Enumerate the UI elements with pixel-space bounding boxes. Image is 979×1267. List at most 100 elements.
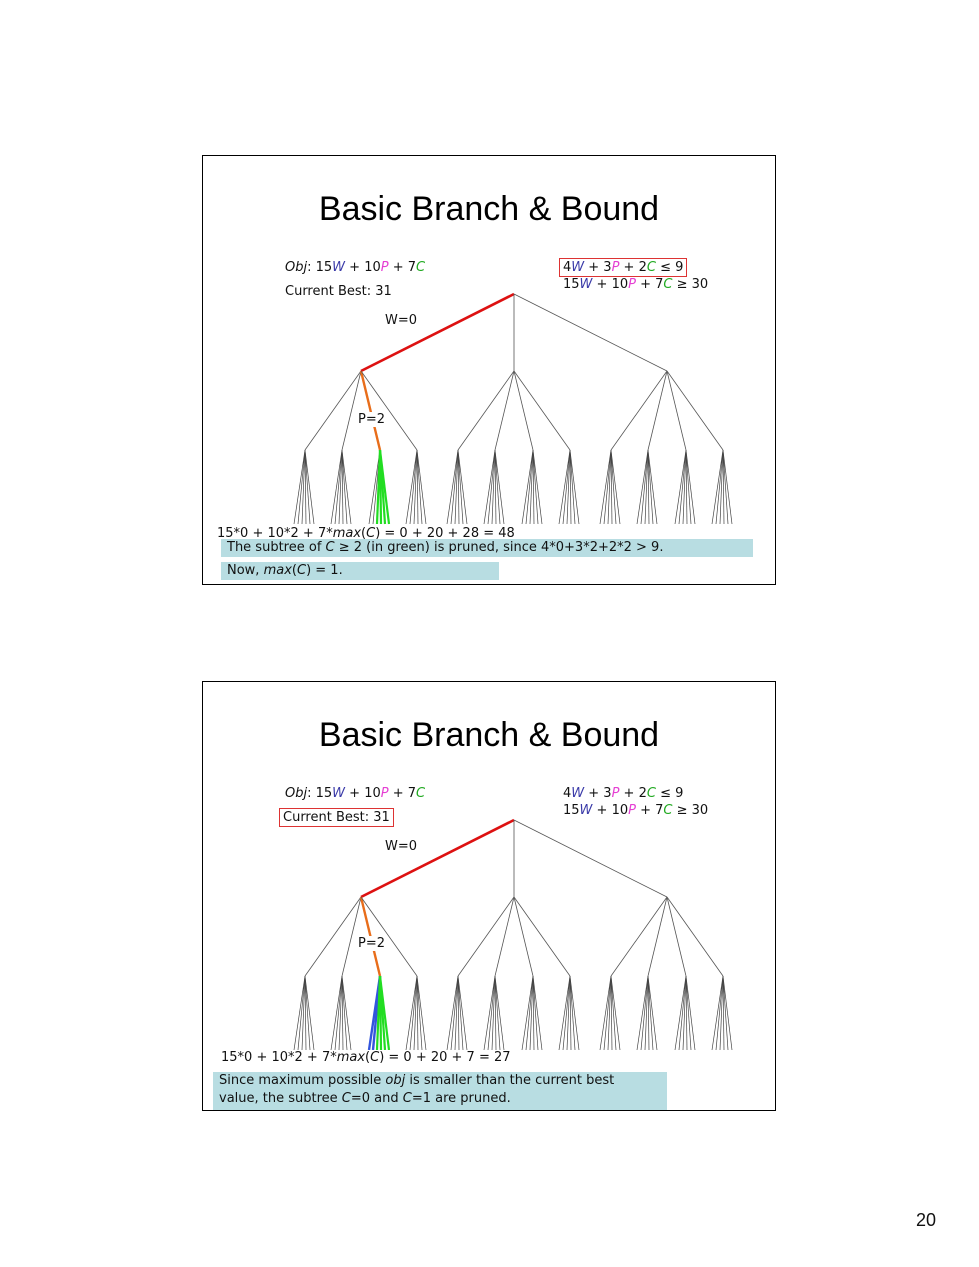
bound-calculation: 15*0 + 10*2 + 7*max(C) = 0 + 20 + 7 = 27	[221, 1050, 513, 1065]
tree-leaf-edge	[416, 449, 419, 525]
tree-leaf-edge	[416, 975, 423, 1051]
tree-leaf-edge	[338, 975, 343, 1051]
tree-leaf-edge	[521, 975, 534, 1051]
tree-leaf-edge	[446, 975, 459, 1051]
tree-leaf-edge	[304, 975, 311, 1051]
tree-leaf-edge	[457, 449, 468, 525]
tree-leaf-edge	[722, 975, 729, 1051]
tree-leaf-edge	[341, 975, 344, 1051]
tree-leaf-edge	[562, 975, 571, 1051]
tree-leaf-edge	[569, 449, 572, 525]
tree-leaf-edge	[607, 975, 612, 1051]
tree-leaf-edge	[532, 449, 539, 525]
tree-leaf-edge	[610, 975, 621, 1051]
tree-leaf-edge	[483, 449, 496, 525]
tree-leaf-edge	[647, 449, 650, 525]
constraint-objective: 15W + 10P + 7C ≥ 30	[563, 803, 709, 818]
tree-leaf-edge	[640, 449, 649, 525]
tree-leaf-edge	[599, 449, 612, 525]
tree-leaf-edge	[562, 449, 571, 525]
tree-leaf-edge	[416, 449, 423, 525]
search-tree	[293, 292, 733, 525]
pruned-edge-green	[378, 449, 391, 525]
tree-leaf-edge	[334, 975, 343, 1051]
tree-edge	[666, 370, 724, 451]
tree-leaf-edge	[457, 975, 464, 1051]
tree-leaf-edge	[494, 975, 505, 1051]
current-best: Current Best: 31	[285, 284, 392, 299]
note-box: Since maximum possible obj is smaller th…	[213, 1072, 667, 1110]
tree-leaf-edge	[558, 975, 571, 1051]
tree-leaf-edge	[494, 975, 497, 1051]
tree-leaf-edge	[416, 975, 427, 1051]
tree-leaf-edge	[719, 449, 724, 525]
tree-leaf-edge	[722, 449, 729, 525]
tree-leaf-edge	[521, 449, 534, 525]
edge-label-p: P=2	[358, 412, 386, 427]
tree-leaf-edge	[293, 449, 306, 525]
tree-edge	[341, 370, 362, 451]
tree-leaf-edge	[487, 449, 496, 525]
tree-leaf-edge	[525, 449, 534, 525]
tree-leaf-edge	[685, 449, 692, 525]
tree-edge	[610, 896, 668, 977]
tree-leaf-edge	[304, 449, 315, 525]
tree-edge-w0	[360, 292, 515, 373]
tree-edge	[610, 370, 668, 451]
tree-leaf-edge	[304, 449, 311, 525]
tree-leaf-edge	[341, 449, 352, 525]
tree-leaf-edge	[647, 975, 658, 1051]
tree-leaf-edge	[450, 975, 459, 1051]
tree-edge	[647, 370, 668, 451]
tree-leaf-edge	[487, 975, 496, 1051]
tree-leaf-edge	[532, 975, 535, 1051]
tree-leaf-edge	[569, 975, 572, 1051]
tree-leaf-edge	[719, 975, 724, 1051]
tree-edge	[513, 896, 571, 977]
tree-edge	[360, 896, 418, 977]
edge-label-p: P=2	[358, 936, 386, 951]
tree-leaf-edge	[409, 449, 418, 525]
tree-leaf-edge	[341, 975, 348, 1051]
tree-edge	[666, 370, 687, 451]
tree-leaf-edge	[330, 449, 343, 525]
tree-leaf-edge	[529, 449, 534, 525]
tree-leaf-edge	[416, 449, 427, 525]
edge-label-w: W=0	[385, 313, 418, 328]
tree-leaf-edge	[722, 449, 725, 525]
tree-leaf-edge	[457, 449, 464, 525]
tree-leaf-edge	[457, 975, 460, 1051]
tree-leaf-edge	[566, 975, 571, 1051]
constraint-weight: 4W + 3P + 2C ≤ 9	[563, 786, 684, 801]
tree-edge	[304, 370, 362, 451]
bound-calculation: 15*0 + 10*2 + 7*max(C) = 0 + 20 + 28 = 4…	[217, 526, 517, 541]
tree-leaf-edge	[532, 449, 535, 525]
tree-leaf-edge	[304, 449, 307, 525]
edge-label-w: W=0	[385, 839, 418, 854]
tree-leaf-edge	[454, 449, 459, 525]
tree-leaf-edge	[450, 449, 459, 525]
tree-leaf-edge	[610, 975, 613, 1051]
tree-leaf-edge	[647, 975, 654, 1051]
note-line-1: The subtree of C ≥ 2 (in green) is prune…	[221, 539, 753, 557]
tree-leaf-edge	[494, 449, 497, 525]
tree-leaf-edge	[640, 975, 649, 1051]
objective-function: Obj: 15W + 10P + 7C	[285, 786, 426, 801]
tree-leaf-edge	[409, 975, 418, 1051]
tree-leaf-edge	[532, 975, 539, 1051]
tree-edge-w0	[360, 818, 515, 899]
pruned-edge-green	[378, 975, 391, 1051]
tree-leaf-edge	[405, 449, 418, 525]
tree-leaf-edge	[301, 449, 306, 525]
tree-leaf-edge	[405, 975, 418, 1051]
tree-leaf-edge	[338, 449, 343, 525]
tree-leaf-edge	[330, 975, 343, 1051]
tree-edge	[513, 370, 534, 451]
tree-edge-p2	[359, 370, 382, 451]
tree-edge	[304, 896, 362, 977]
tree-leaf-edge	[685, 975, 696, 1051]
objective-function: Obj: 15W + 10P + 7C	[285, 260, 426, 275]
tree-leaf-edge	[678, 975, 687, 1051]
tree-leaf-edge	[304, 975, 315, 1051]
tree-leaf-edge	[457, 975, 468, 1051]
